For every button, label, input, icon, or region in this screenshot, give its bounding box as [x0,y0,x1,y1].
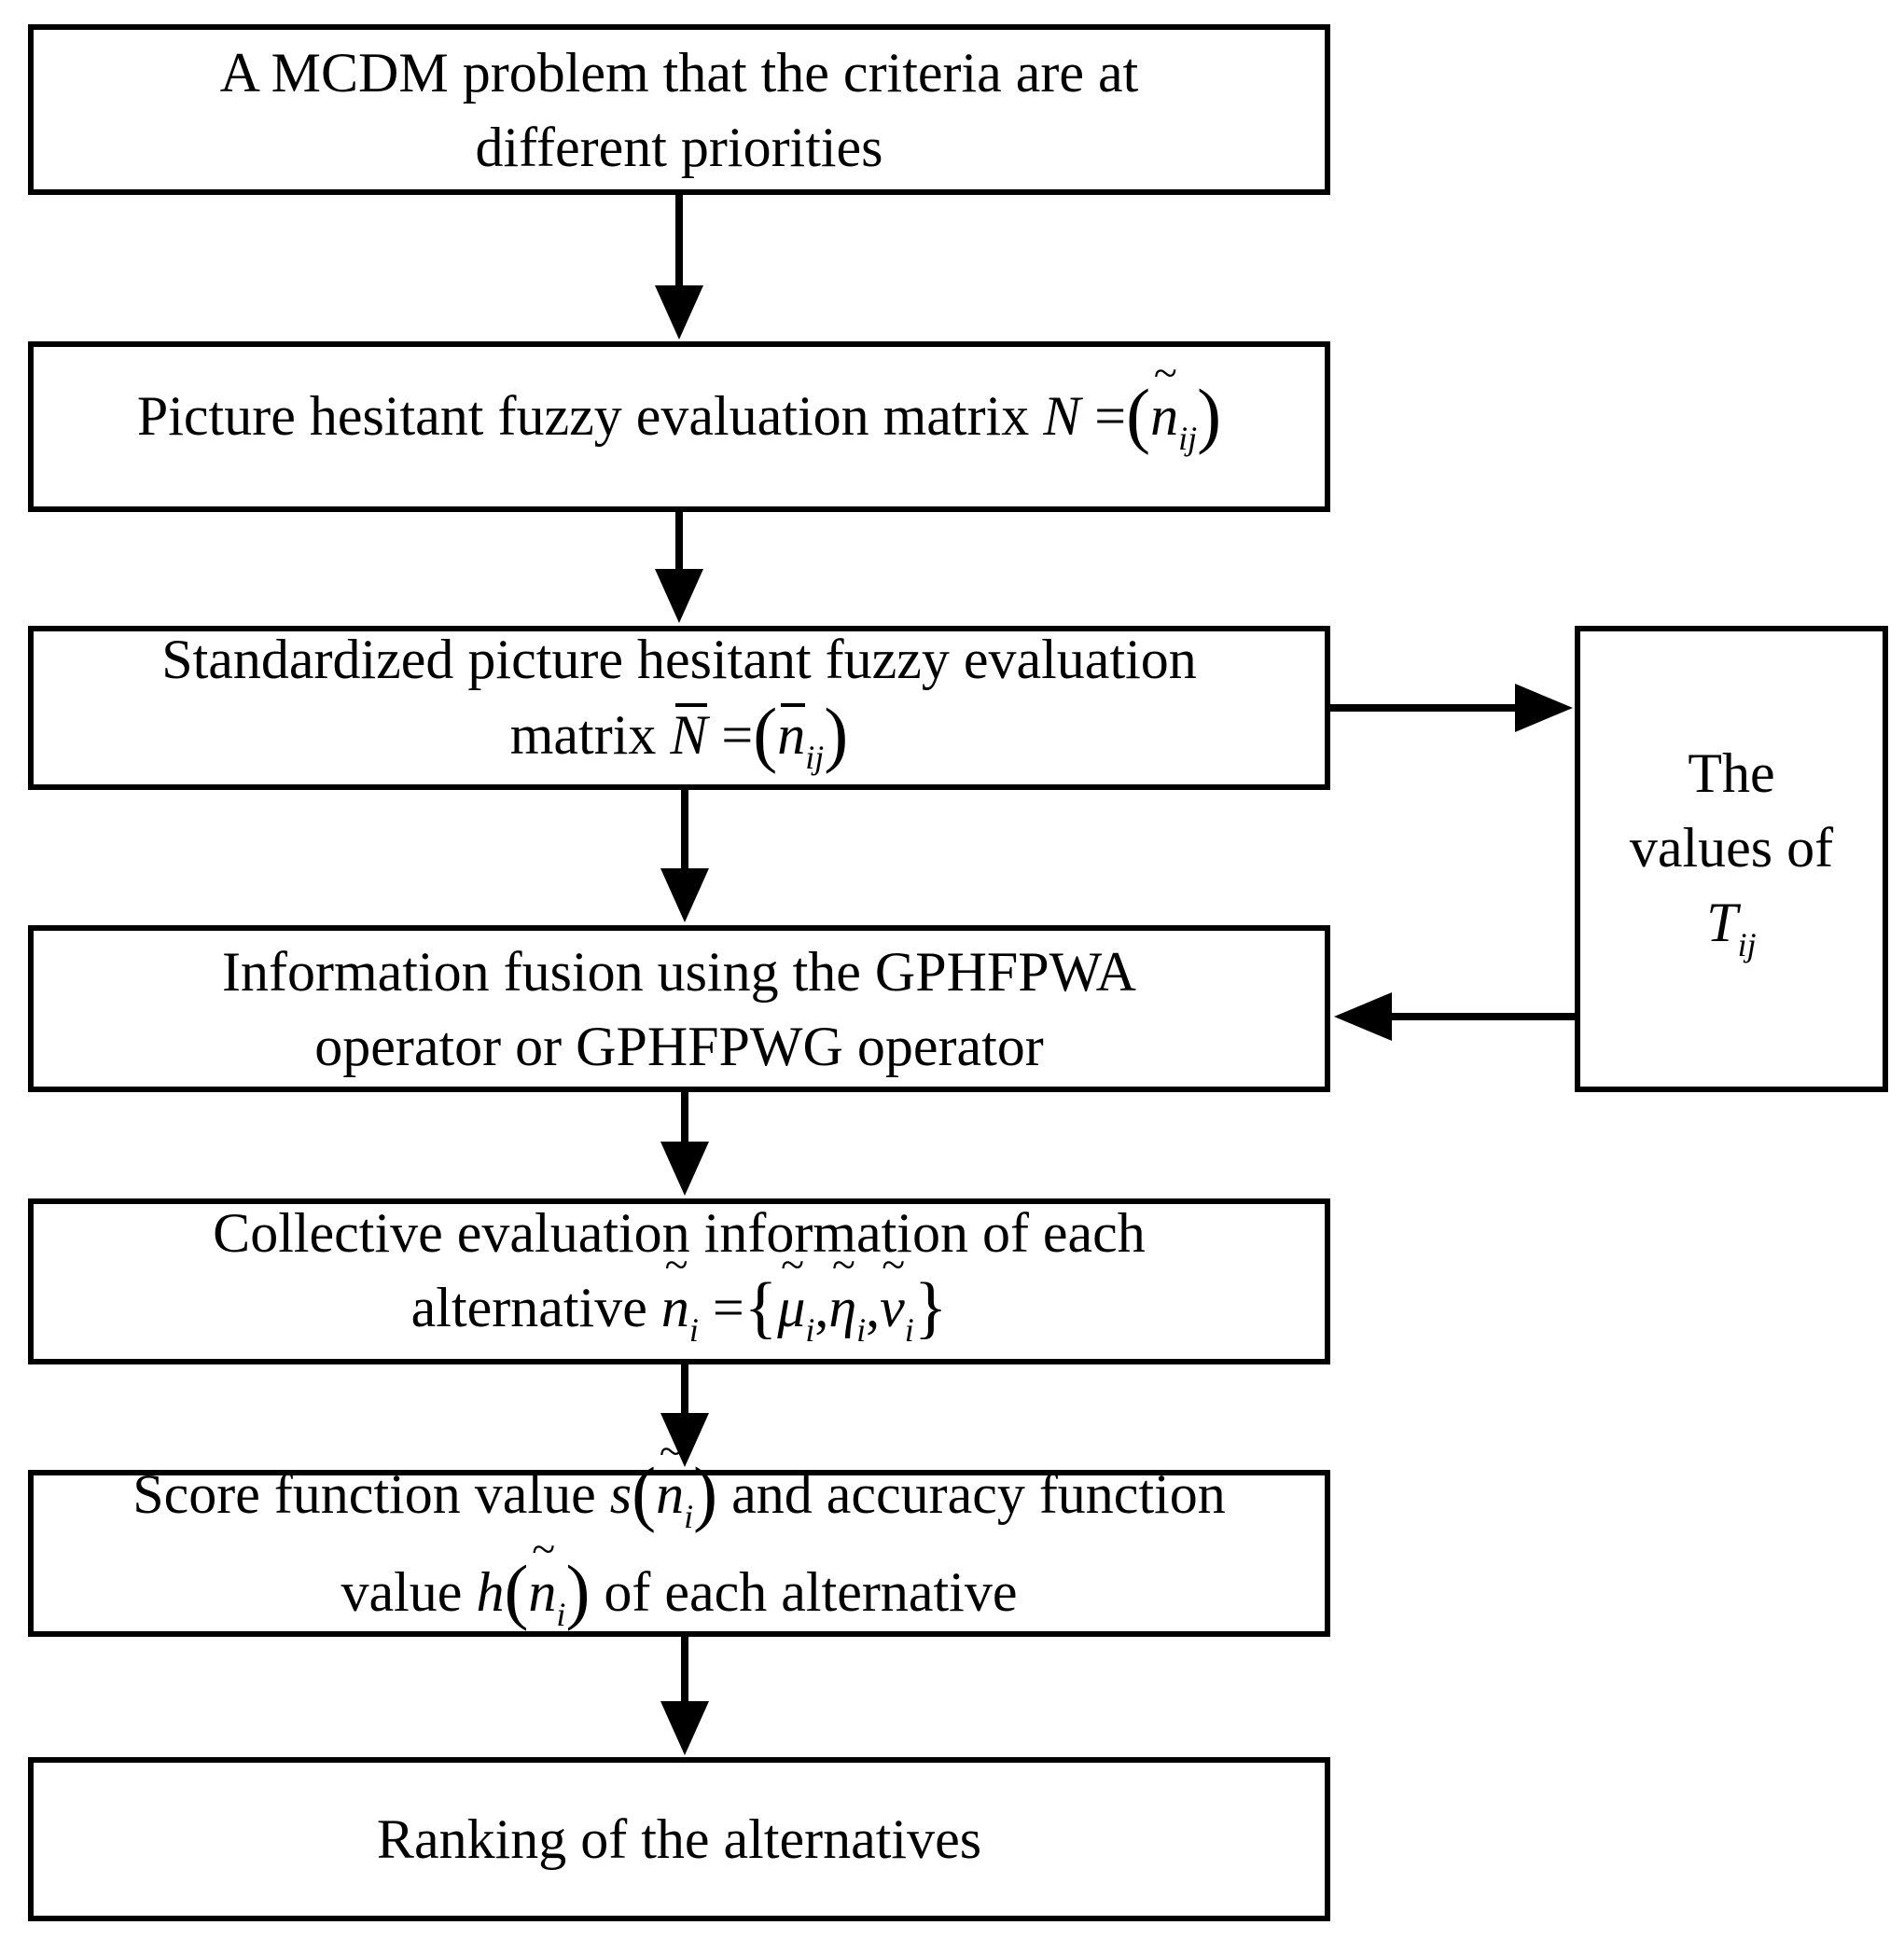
step-text-line: Picture hesitant fuzzy evaluation matrix… [137,378,1221,476]
nu-symbol: v [880,1270,905,1345]
eta-symbol: η [828,1270,856,1345]
right-paren: ) [565,1549,591,1631]
arrow-side-to-step4 [1334,992,1575,1041]
arrow-step4-to-step5 [660,1092,709,1196]
step-text: of each alternative [590,1560,1018,1623]
left-paren: ( [1126,374,1151,455]
subscript: i [688,1311,699,1349]
comma: , [866,1277,881,1338]
step-text-line: operator or GPHFPWG operator [314,1015,1044,1077]
step-ranking-box: Ranking of the alternatives [28,1757,1330,1921]
equals-sign: = [721,703,754,766]
step-text: Picture hesitant fuzzy evaluation matrix [136,385,1044,447]
arrow-step3-to-side [1330,684,1573,732]
step-score-function-box: Score function value s(ni) and accuracy … [28,1455,1330,1637]
step-standardized-matrix-box: Standardized picture hesitant fuzzy eval… [28,626,1330,790]
left-paren: ( [504,1549,529,1631]
step-text-line: matrix N =(nij) [509,696,848,795]
step-text-line: Standardized picture hesitant fuzzy eval… [161,628,1197,690]
equals-sign: = [712,1277,744,1338]
step-text-line: Information fusion using the GPHFPWA [222,940,1136,1003]
step-text-line: alternative ni ={μi,ηi,vi} [411,1270,948,1367]
right-brace: } [913,1269,948,1346]
left-paren: ( [632,1451,657,1533]
arrow-step1-to-step2 [655,195,703,339]
subscript: ij [1178,420,1198,457]
accuracy-symbol: h [476,1560,505,1623]
right-paren: ) [824,692,849,774]
step-information-fusion-box: Information fusion using the GPHFPWA ope… [28,925,1330,1092]
mu-symbol: μ [777,1270,805,1345]
right-paren: ) [693,1451,718,1533]
arrow-step2-to-step3 [655,512,703,623]
subscript: ij [805,738,825,776]
side-text-line: The [1688,742,1775,804]
step-mcdm-problem-box: A MCDM problem that the criteria are at … [28,24,1330,195]
subscript: i [684,1497,694,1535]
element-symbol: n [528,1555,556,1629]
left-paren: ( [753,692,778,774]
element-symbol: n [661,1270,689,1345]
side-values-box: The values of Tij [1575,626,1888,1092]
score-symbol: s [609,1462,632,1525]
matrix-symbol: N [670,698,708,772]
step-text-line: value h(ni) of each alternative [340,1553,1018,1652]
arrow-step6-to-step7 [660,1637,709,1755]
step-text-line: A MCDM problem that the criteria are at [219,41,1139,104]
step-evaluation-matrix-box: Picture hesitant fuzzy evaluation matrix… [28,341,1330,512]
element-symbol: n [777,698,806,772]
subscript: i [556,1595,566,1633]
side-text-line: values of [1629,817,1834,879]
step-text: matrix [509,703,671,766]
element-symbol: n [1150,379,1178,453]
step-text: alternative [410,1277,661,1338]
step-text: Score function value [132,1462,610,1525]
element-symbol: n [656,1457,684,1531]
arrow-step3-to-step4 [660,790,709,922]
subscript: i [904,1311,914,1349]
subscript: i [805,1311,815,1349]
step-text-line: Ranking of the alternatives [376,1808,982,1870]
right-paren: ) [1197,374,1222,455]
matrix-symbol: N [1043,385,1081,447]
subscript: i [856,1311,867,1349]
left-brace: { [744,1269,778,1346]
comma: , [814,1277,829,1338]
step-collective-evaluation-box: Collective evaluation information of eac… [28,1198,1330,1364]
side-text-line: Tij [1706,885,1756,982]
step-text-line: different priorities [475,116,883,178]
subscript: ij [1737,926,1757,963]
step-text-line: Score function value s(ni) and accuracy … [132,1455,1226,1554]
step-text: and accuracy function [717,1462,1226,1525]
t-symbol: T [1706,892,1738,953]
equals-sign: = [1094,385,1127,447]
step-text: value [340,1560,477,1623]
